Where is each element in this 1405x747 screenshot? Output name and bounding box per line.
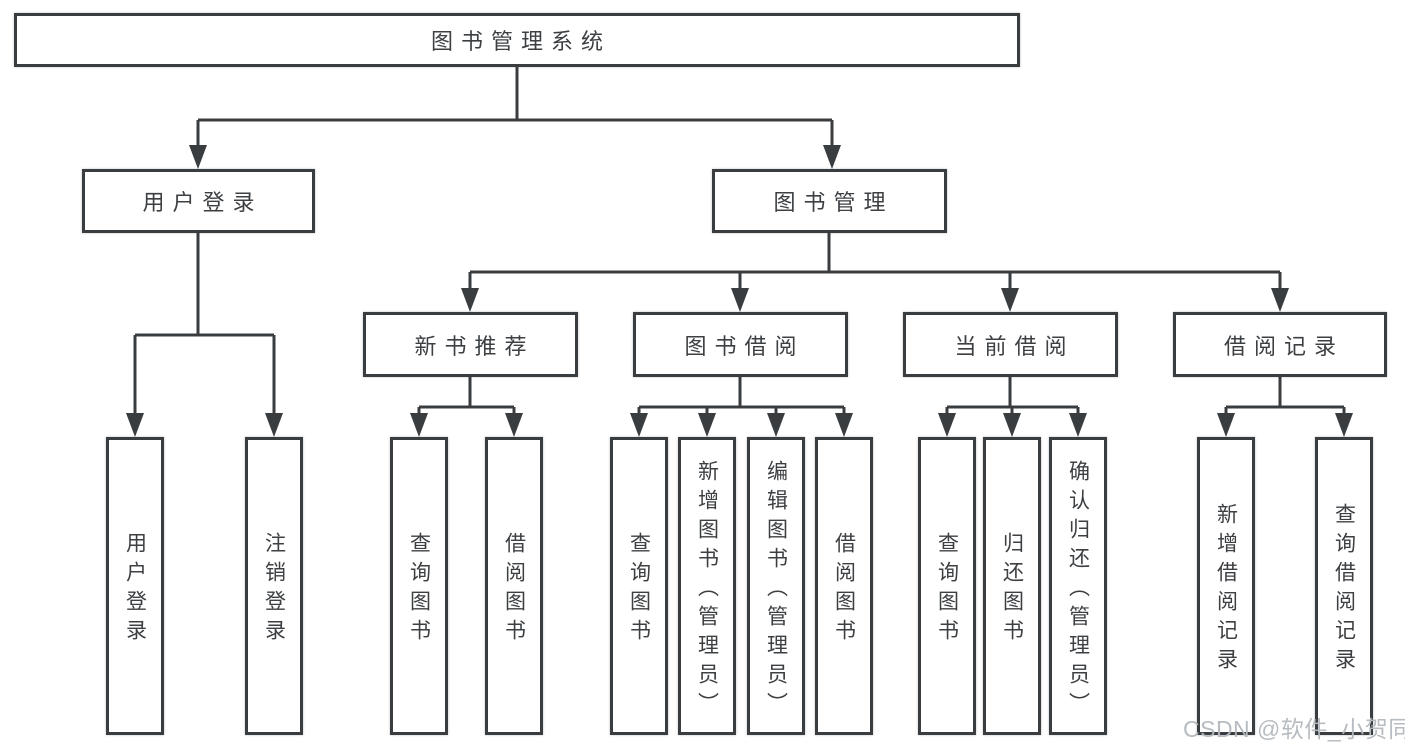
arrowhead-icon <box>731 288 749 312</box>
connector-book-borrow-branch <box>637 377 846 417</box>
connector-user-login-branch <box>133 232 276 417</box>
arrowhead-icon <box>126 413 144 437</box>
leaf-add-borrow-record: 新增借阅记录 <box>1197 437 1255 735</box>
leaf-query-books-recommend: 查询图书 <box>390 437 448 735</box>
node-book-management-label: 图书管理 <box>773 190 894 215</box>
connector-root-to-level2 <box>196 67 834 150</box>
leaf-logout: 注销登录 <box>245 437 303 735</box>
node-borrow-records-label: 借阅记录 <box>1223 333 1344 359</box>
arrowhead-icon <box>505 413 523 437</box>
leaf-add-book-admin: 新增图书（管理员） <box>678 437 736 735</box>
leaf-return-books: 归还图书 <box>983 437 1041 735</box>
arrowhead-icon <box>823 145 841 169</box>
arrowhead-icon <box>1271 288 1289 312</box>
arrowhead-icon <box>938 413 956 437</box>
leaf-query-books-current: 查询图书 <box>918 437 976 735</box>
arrowhead-icon <box>1069 413 1087 437</box>
arrowhead-icon <box>767 413 785 437</box>
connector-book-mgmt-branch <box>468 232 1282 292</box>
arrowhead-icon <box>630 413 648 437</box>
node-current-borrow-label: 当前借阅 <box>954 333 1075 359</box>
node-root: 图书管理系统 <box>14 13 1020 67</box>
node-user-login-label: 用户登录 <box>142 190 263 215</box>
arrowhead-icon <box>1217 413 1235 437</box>
leaf-borrow-books-recommend: 借阅图书 <box>485 437 543 735</box>
leaf-edit-book-admin: 编辑图书（管理员） <box>747 437 805 735</box>
node-borrow-records: 借阅记录 <box>1173 312 1387 377</box>
arrowhead-icon <box>265 413 283 437</box>
node-book-borrow-label: 图书借阅 <box>684 333 805 359</box>
leaf-confirm-return-admin: 确认归还（管理员） <box>1049 437 1107 735</box>
watermark-text: CSDN @软件_小贺同学 <box>1183 716 1405 742</box>
connector-borrow-records-branch <box>1224 377 1346 417</box>
arrowheads <box>126 145 1353 437</box>
arrowhead-icon <box>835 413 853 437</box>
connector-new-book-branch <box>417 377 516 417</box>
arrowhead-icon <box>698 413 716 437</box>
arrowhead-icon <box>461 288 479 312</box>
node-new-book-recommend-label: 新书推荐 <box>414 333 535 359</box>
node-book-management: 图书管理 <box>712 169 947 233</box>
arrowhead-icon <box>189 145 207 169</box>
leaf-user-login: 用户登录 <box>106 437 164 735</box>
arrowhead-icon <box>410 413 428 437</box>
arrowhead-icon <box>1003 413 1021 437</box>
node-user-login: 用户登录 <box>82 169 315 233</box>
node-root-label: 图书管理系统 <box>430 29 611 54</box>
node-current-borrow: 当前借阅 <box>903 312 1118 377</box>
arrowhead-icon <box>1001 288 1019 312</box>
leaf-borrow-books: 借阅图书 <box>815 437 873 735</box>
node-new-book-recommend: 新书推荐 <box>363 312 578 377</box>
node-book-borrow: 图书借阅 <box>633 312 848 377</box>
leaf-query-books-borrow: 查询图书 <box>610 437 668 735</box>
connector-current-borrow-branch <box>945 377 1080 417</box>
arrowhead-icon <box>1335 413 1353 437</box>
leaf-query-borrow-record: 查询借阅记录 <box>1315 437 1373 735</box>
